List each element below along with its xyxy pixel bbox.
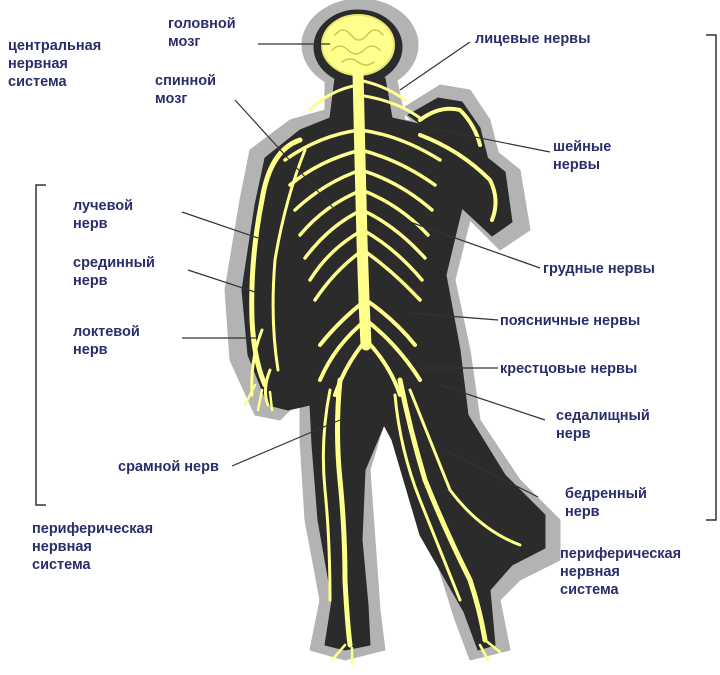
radial-nerve-label: лучевой нерв — [73, 197, 133, 233]
lumbar-nerves-label: поясничные нервы — [500, 312, 640, 330]
central-nervous-system-label: центральная нервная система — [8, 37, 101, 91]
bracket-right — [706, 35, 716, 520]
bracket-left — [36, 185, 46, 505]
peripheral-nervous-system-label-right: периферическая нервная система — [560, 545, 681, 599]
sciatic-nerve-label: седалищный нерв — [556, 407, 650, 443]
brain-shape — [322, 15, 394, 75]
spinal-cord-label: спинной мозг — [155, 72, 216, 108]
femoral-nerve-label: бедренный нерв — [565, 485, 647, 521]
pudendal-nerve-label: срамной нерв — [118, 458, 219, 476]
ulnar-nerve-label: локтевой нерв — [73, 323, 140, 359]
thoracic-nerves-label: грудные нервы — [543, 260, 655, 278]
median-nerve-label: срединный нерв — [73, 254, 155, 290]
brain-label: головной мозг — [168, 15, 236, 51]
cervical-nerves-label: шейные нервы — [553, 138, 611, 174]
facial-nerves-label: лицевые нервы — [475, 30, 590, 48]
peripheral-nervous-system-label-left: периферическая нервная система — [32, 520, 153, 574]
sacral-nerves-label: крестцовые нервы — [500, 360, 637, 378]
